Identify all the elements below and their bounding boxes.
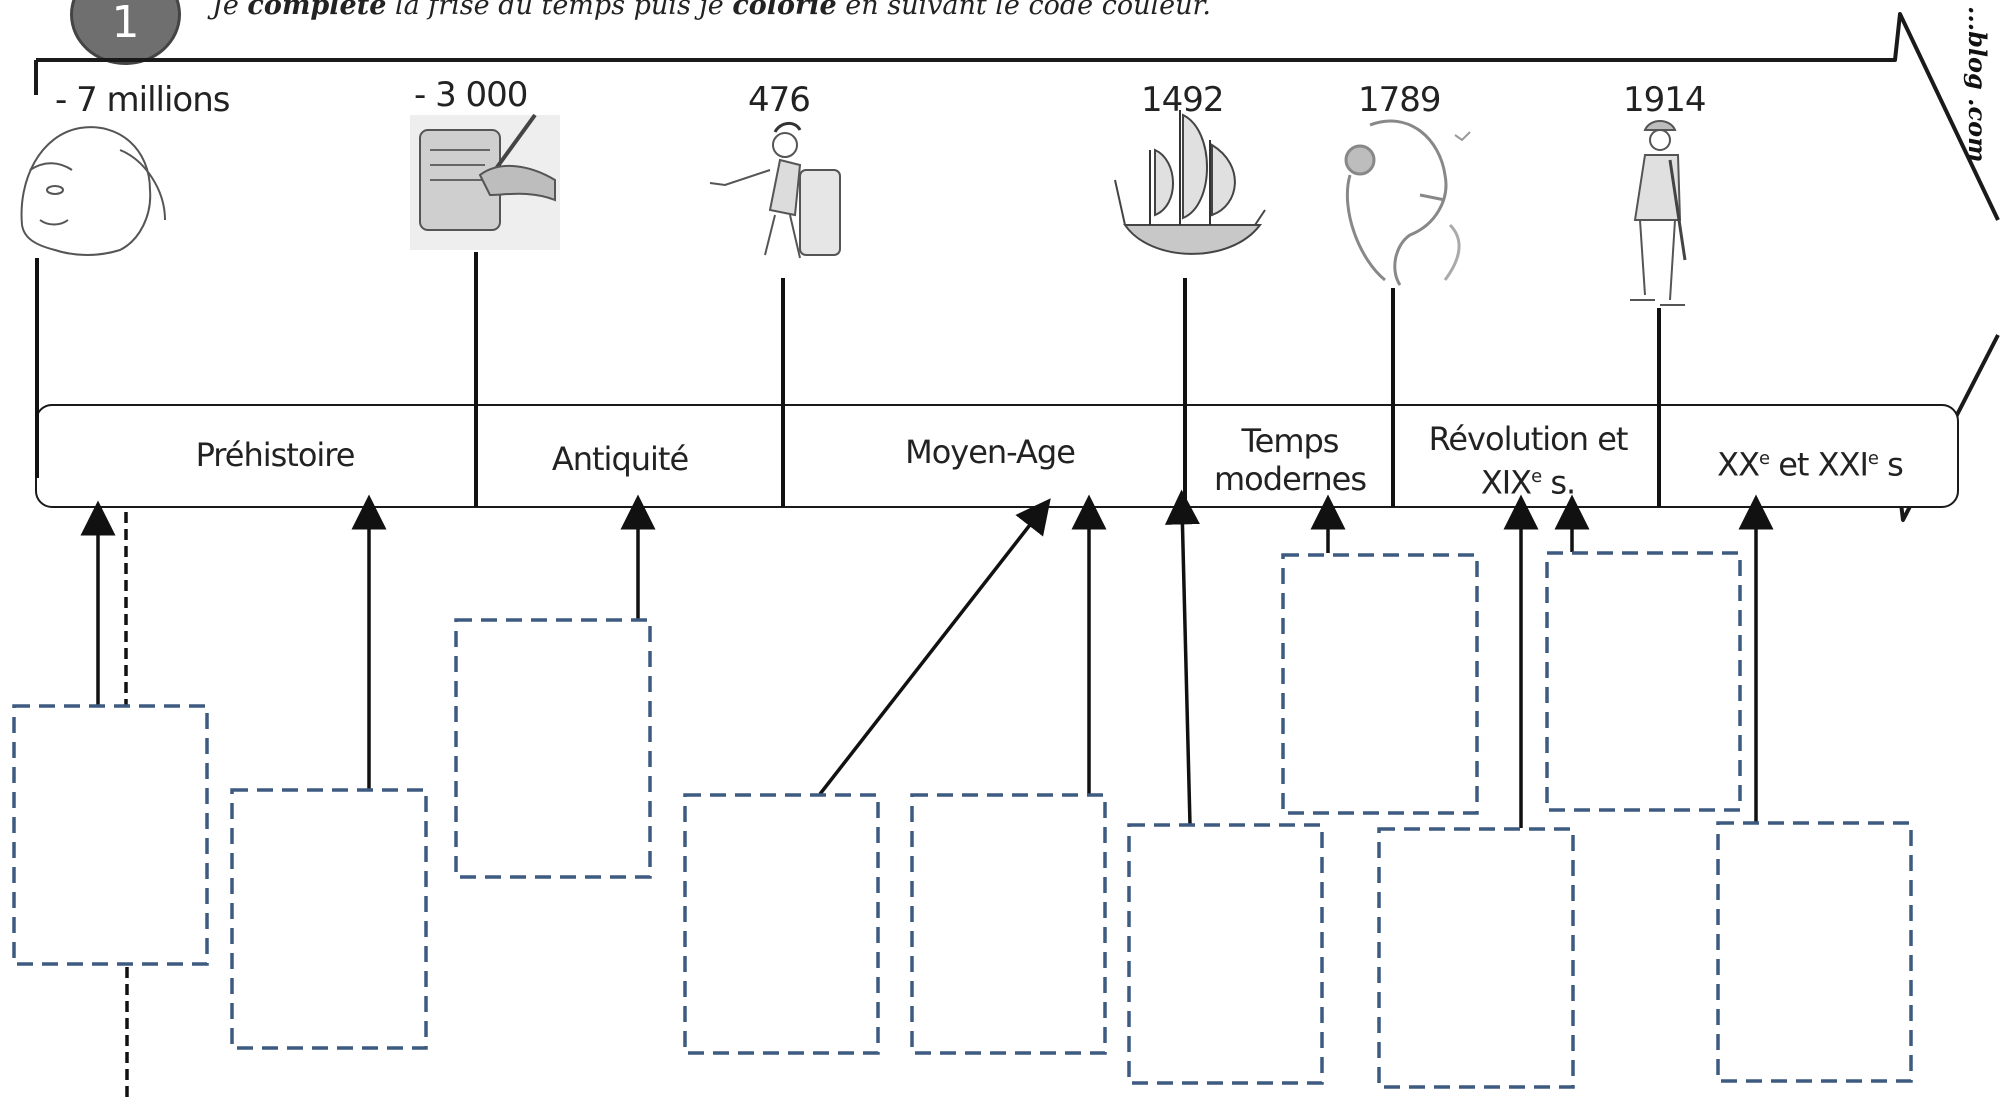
answer-box-6 — [1127, 823, 1324, 1085]
answer-box-8 — [1377, 827, 1575, 1089]
blog-watermark: ...blog .com — [1963, 6, 1992, 163]
period-antiquite: Antiquité — [551, 440, 689, 478]
instruction-emphasis-complete: complète — [247, 0, 387, 21]
answer-box-4 — [683, 793, 880, 1055]
period-moyen-age: Moyen-Age — [905, 433, 1076, 471]
date-1789: 1789 — [1358, 80, 1442, 120]
writing-tablet-hand-icon — [410, 113, 560, 250]
period-temps-modernes: Temps modernes — [1214, 422, 1367, 498]
date-markers — [35, 252, 1661, 507]
answer-box-10 — [1716, 821, 1913, 1083]
ww1-soldier-icon — [1630, 120, 1687, 306]
answer-box-9 — [1545, 551, 1742, 812]
date-3000: - 3 000 — [414, 75, 528, 115]
date-476: 476 — [748, 80, 811, 120]
caravel-ship-icon — [1114, 110, 1266, 255]
answer-box-1 — [12, 704, 209, 966]
answer-box-2 — [230, 788, 428, 1050]
roman-soldier-icon — [709, 122, 841, 259]
period-revolution-xix: Révolution et XIXe s. — [1428, 420, 1629, 502]
instruction-emphasis-colorie: colorie — [732, 0, 837, 21]
prehistoric-man-head-icon — [20, 126, 166, 256]
answer-boxes — [12, 551, 1913, 1089]
date-1492: 1492 — [1141, 80, 1225, 120]
answer-box-7 — [1281, 553, 1479, 815]
date-1914: 1914 — [1623, 80, 1707, 120]
period-xx-xxi: XXe et XXIe s — [1717, 445, 1904, 484]
revolution-marianne-profile-icon — [1344, 119, 1471, 286]
instruction-text: Je complète la frise du temps puis je co… — [212, 0, 1211, 21]
connector-arrow — [818, 498, 1051, 796]
answer-box-5 — [910, 793, 1107, 1055]
exercise-number: 1 — [111, 0, 140, 48]
answer-box-3 — [454, 618, 652, 879]
date-7-millions: - 7 millions — [55, 80, 230, 120]
connector-arrow — [1164, 489, 1200, 826]
period-prehistoire: Préhistoire — [195, 436, 356, 474]
connector-arrows — [80, 489, 1774, 1097]
